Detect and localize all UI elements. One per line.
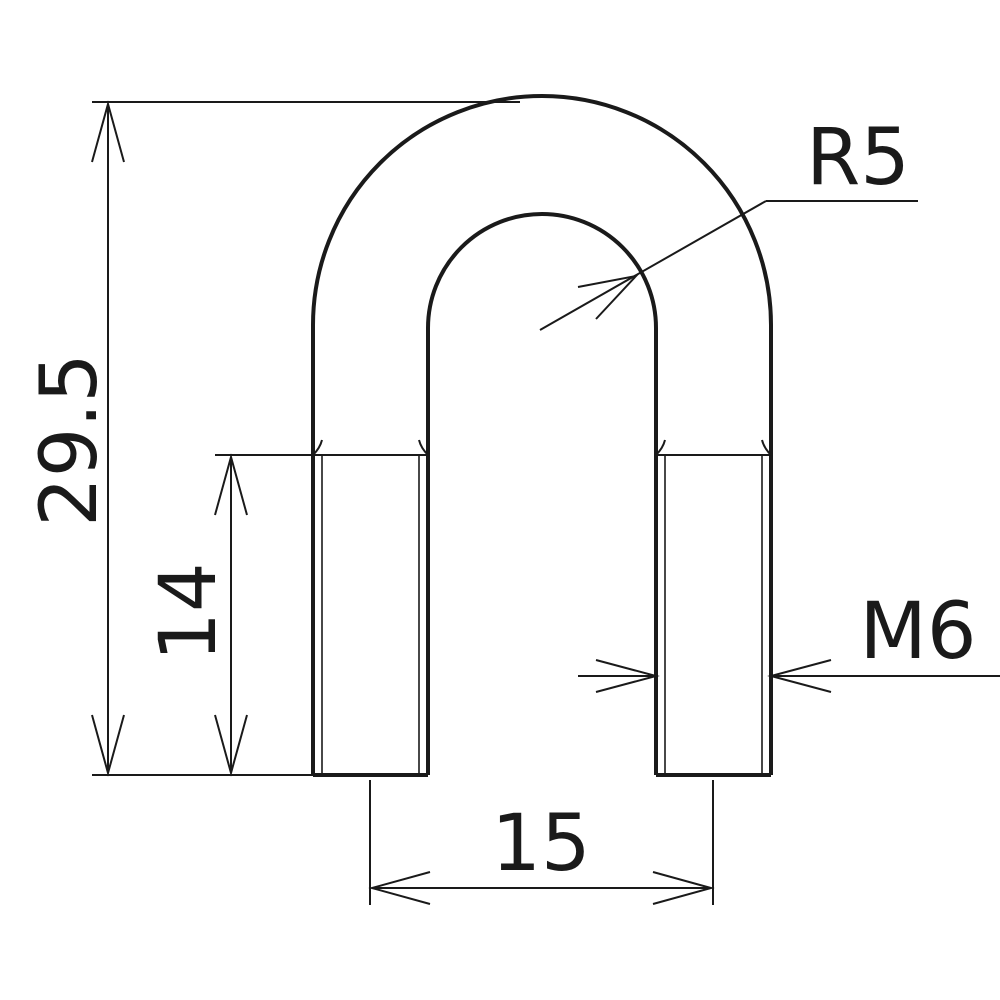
arrowhead-down: [91, 714, 125, 777]
dimension-bend-radius: [539, 200, 918, 331]
dimension-label-thread-length: 14: [144, 562, 234, 661]
arrowhead-right: [652, 871, 715, 905]
dimension-label-leg-spacing: 15: [491, 799, 590, 889]
dimension-label-bend-radius: R5: [806, 113, 910, 203]
dimension-leg-spacing: [368, 780, 715, 905]
radius-leader-line: [539, 200, 767, 331]
u-bolt-inner-contour: [426, 212, 658, 775]
left-thread: [312, 439, 429, 775]
dimension-thread-length: [214, 453, 313, 777]
thread-size-arrowhead-right: [767, 659, 832, 693]
u-bolt-body: [311, 94, 773, 777]
dimension-overall-height: [91, 100, 520, 777]
arrowhead-up: [91, 100, 125, 163]
arrowhead-left: [368, 871, 431, 905]
arrowhead-thread-down: [214, 714, 248, 777]
dimension-label-overall-height: 29.5: [25, 353, 115, 527]
dimension-label-thread-size: M6: [860, 587, 977, 677]
dimension-thread-size: [578, 659, 1000, 693]
arrowhead-thread-up: [214, 453, 248, 516]
radius-arrowhead: [577, 274, 639, 320]
right-thread: [655, 439, 772, 775]
thread-size-arrowhead-left: [595, 659, 660, 693]
u-bolt-outer-contour: [311, 94, 773, 775]
